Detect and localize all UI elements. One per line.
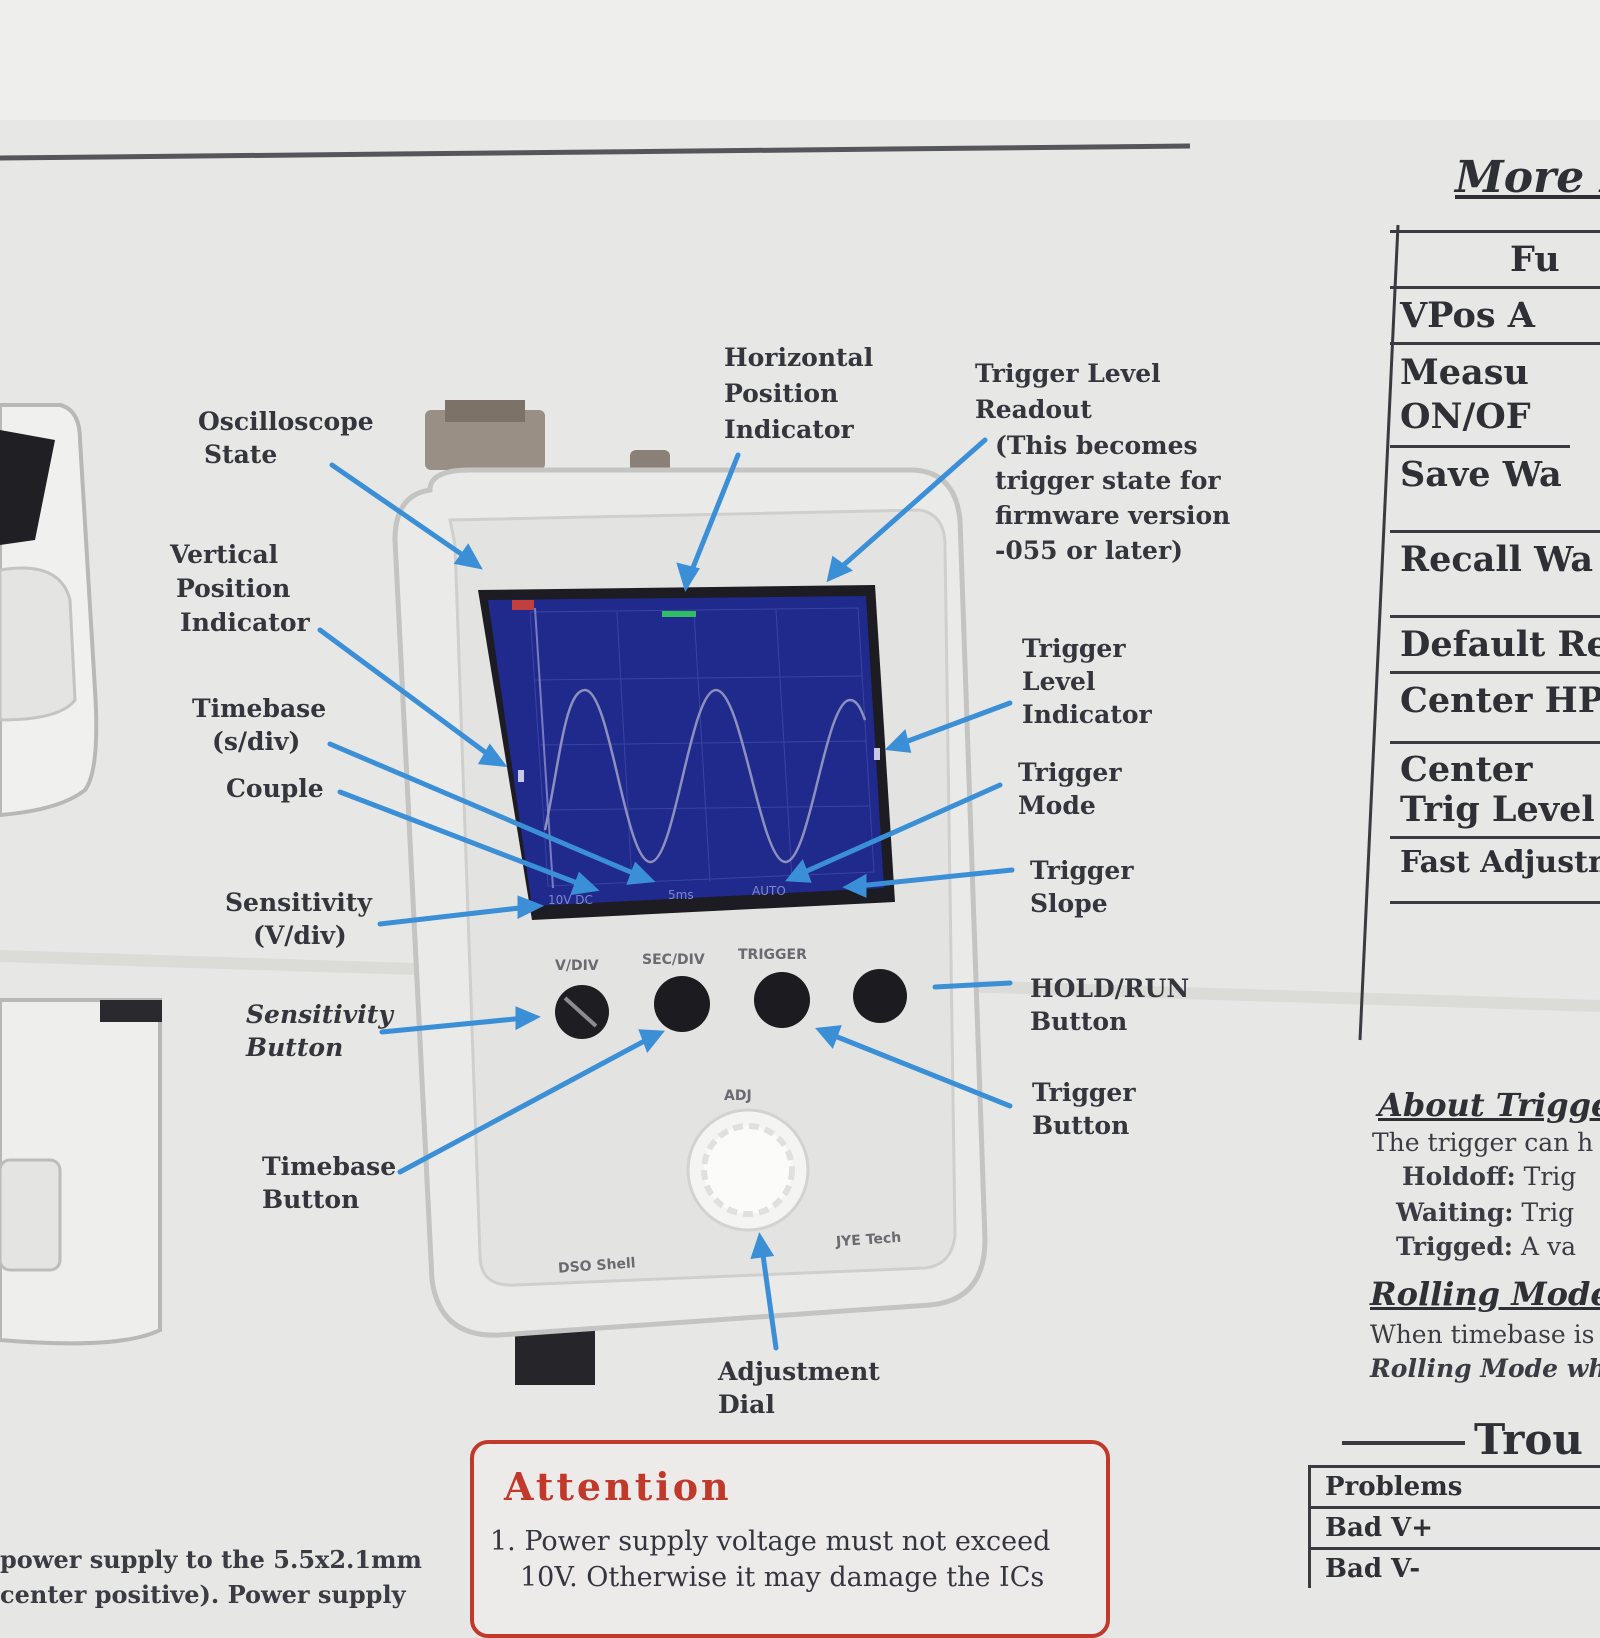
callout-hold-run-button: HOLD/RUN Button [1030, 974, 1190, 1036]
adj-dial-label: ADJ [724, 1088, 752, 1104]
callout-horizontal-position: Horizontal Position Indicator [724, 343, 874, 444]
diagram-artwork [0, 143, 1600, 1445]
table-row: Default Re [1390, 618, 1600, 674]
attention-box: Attention 1. Power supply voltage must n… [470, 1440, 1110, 1638]
rolling-mode-line2: Rolling Mode wh [1370, 1354, 1600, 1383]
attention-title: Attention [504, 1464, 732, 1509]
screen-timebase-readout: 5ms [668, 888, 694, 902]
trigger-state-trigged: Trigged: A va [1396, 1232, 1577, 1261]
trigger-button-label: TRIGGER [738, 947, 807, 963]
callout-vertical-position: Vertical Position Indicator [170, 540, 310, 637]
waveform-trace [543, 688, 867, 864]
attention-line1: 1. Power supply voltage must not exceed [490, 1526, 1051, 1557]
callout-oscilloscope-state: Oscilloscope State [198, 407, 374, 469]
troubleshooting-heading: Trou [1474, 1415, 1583, 1464]
table-row: VPos A [1390, 289, 1600, 345]
adjustment-dial-knob [686, 1108, 810, 1232]
callout-trigger-slope: Trigger Slope [1030, 856, 1134, 918]
callout-timebase-button: Timebase Button [262, 1152, 397, 1214]
table-row: Measu ON/OF [1390, 345, 1570, 448]
manual-page: 10V DC 5ms AUTO V/DIV SEC/DIV TRIGGER AD… [0, 143, 1600, 1638]
table-row: Bad V+ [1308, 1506, 1600, 1547]
trigger-state-waiting: Waiting: Trig [1396, 1198, 1575, 1227]
table-row: Fu [1390, 230, 1600, 289]
front-buttons [555, 969, 907, 1039]
callout-trigger-mode: Trigger Mode [1018, 758, 1122, 820]
trigger-state-holdoff: Holdoff: Trig [1402, 1162, 1577, 1191]
callout-couple: Couple [226, 774, 324, 803]
troubleshooting-table: Problems Bad V+ Bad V- [1308, 1465, 1600, 1588]
oscilloscope-screen [478, 585, 895, 920]
callout-trigger-level-readout: Trigger Level Readout [975, 359, 1161, 424]
screen-trigger-mode-readout: AUTO [752, 884, 786, 898]
callout-trigger-readout-note: (This becomes trigger state for firmware… [995, 431, 1231, 565]
callout-arrows [317, 437, 1015, 1351]
power-note-line2: center positive). Power supply [0, 1580, 406, 1609]
table-row: Center Trig Level [1390, 744, 1600, 839]
callout-adjustment-dial: Adjustment Dial [718, 1357, 880, 1419]
table-row: Save Wa [1390, 448, 1600, 533]
more-functions-table: Fu VPos A Measu ON/OF Save Wa Recall Wa … [1390, 230, 1600, 904]
table-row: Center HPo [1390, 674, 1600, 744]
callout-timebase: Timebase (s/div) [192, 694, 327, 756]
more-functions-heading: More F [1455, 152, 1600, 203]
callout-trigger-button: Trigger Button [1032, 1078, 1136, 1140]
screen-volts-readout: 10V DC [548, 893, 593, 907]
table-row: Bad V- [1308, 1547, 1600, 1588]
callout-sensitivity: Sensitivity (V/div) [225, 888, 372, 950]
vdiv-button-label: V/DIV [555, 958, 599, 974]
table-row: Problems [1308, 1465, 1600, 1506]
attention-line2: 10V. Otherwise it may damage the ICs [520, 1562, 1045, 1593]
left-device-illustration [0, 403, 162, 1346]
table-row: Fast Adjustm [1390, 839, 1600, 904]
callout-sensitivity-button: Sensitivity Button [246, 1000, 393, 1062]
secdiv-button-label: SEC/DIV [642, 952, 705, 968]
table-row: Recall Wa [1390, 533, 1600, 618]
rolling-mode-line1: When timebase is [1370, 1320, 1595, 1349]
rolling-mode-heading: Rolling Mode [1370, 1275, 1600, 1313]
power-note-line1: power supply to the 5.5x2.1mm [0, 1545, 422, 1574]
about-trigger-heading: About Trigge [1378, 1086, 1600, 1124]
about-trigger-intro: The trigger can h [1372, 1128, 1594, 1157]
callout-trigger-level-indicator: Trigger Level Indicator [1022, 634, 1152, 729]
top-rule [0, 143, 1191, 161]
